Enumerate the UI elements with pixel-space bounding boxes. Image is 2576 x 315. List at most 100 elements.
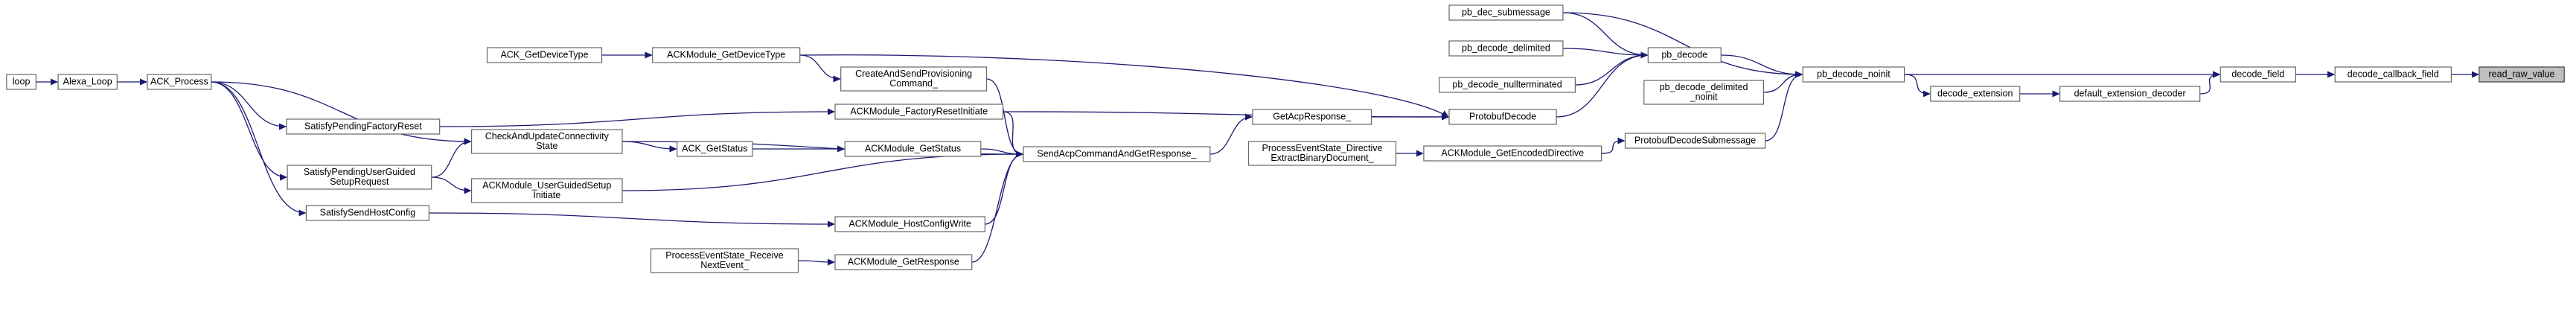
- edges-layer: [36, 12, 2478, 262]
- node-box: [286, 118, 441, 135]
- node-pb-dec-submessage[interactable]: pb_dec_submessage: [1448, 4, 1564, 21]
- node-ackmodule-get-status[interactable]: ACKModule_GetStatus: [844, 141, 982, 157]
- node-box: [1647, 47, 1722, 63]
- node-box: [2219, 66, 2296, 83]
- node-label: CreateAndSendProvisioning: [855, 69, 972, 79]
- node-box: [1448, 40, 1564, 57]
- edge-ackmodule-get-device-type-to-create-and-send-provisioning: [799, 54, 840, 79]
- node-box: [1624, 133, 1766, 149]
- node-ackmodule-get-response[interactable]: ACKModule_GetResponse: [834, 254, 973, 270]
- edge-satisfy-host-config-to-ackmodule-host-config: [429, 212, 834, 224]
- edge-protobuf-decode-to-pb-decode: [1556, 55, 1647, 118]
- node-label: ProcessEventState_Receive: [665, 250, 783, 261]
- node-ackmodule-get-device-type[interactable]: ACKModule_GetDeviceType: [652, 47, 801, 63]
- node-label: decode_callback_field: [2348, 69, 2439, 80]
- node-label: read_raw_value: [2489, 69, 2555, 80]
- node-ackmodule-get-encoded[interactable]: ACKModule_GetEncodedDirective: [1423, 145, 1602, 162]
- node-box: [1423, 145, 1602, 162]
- node-box: [1252, 109, 1372, 125]
- node-ack-get-status[interactable]: ACK_GetStatus: [677, 141, 753, 157]
- node-label: SatisfySendHostConfig: [320, 208, 416, 218]
- node-label: ACKModule_GetStatus: [865, 144, 961, 154]
- node-box: [57, 74, 118, 90]
- node-protobuf-decode[interactable]: ProtobufDecode: [1448, 109, 1557, 125]
- node-label: ACKModule_GetEncodedDirective: [1441, 148, 1584, 159]
- node-pb-decode-delimited-noinit[interactable]: pb_decode_delimited_noinit: [1643, 80, 1765, 105]
- node-label: ExtractBinaryDocument_: [1271, 153, 1374, 163]
- node-label: ACKModule_GetResponse: [848, 257, 959, 267]
- node-label: ProtobufDecode: [1469, 112, 1536, 122]
- node-get-acp-response[interactable]: GetAcpResponse_: [1252, 109, 1372, 125]
- node-label: CheckAndUpdateConnectivity: [485, 131, 610, 141]
- edge-ackmodule-get-device-type-to-protobuf-decode: [799, 54, 1448, 118]
- edge-ackmodule-user-guided-to-send-acp-command: [621, 154, 1023, 191]
- node-label: SatisfyPendingUserGuided: [304, 167, 415, 177]
- edge-pb-dec-submessage-to-pb-decode: [1562, 12, 1647, 55]
- node-process-event-directive[interactable]: ProcessEventState_DirectiveExtractBinary…: [1247, 141, 1397, 166]
- node-box: [470, 129, 623, 154]
- node-label: Alexa_Loop: [63, 77, 112, 87]
- node-satisfy-factory-reset[interactable]: SatisfyPendingFactoryReset: [286, 118, 441, 135]
- node-pb-decode-nullterminated[interactable]: pb_decode_nullterminated: [1439, 77, 1576, 93]
- node-label: pb_decode_delimited: [1660, 82, 1748, 92]
- node-pb-decode-delimited[interactable]: pb_decode_delimited: [1448, 40, 1564, 57]
- node-box: [652, 47, 801, 63]
- node-label: NextEvent_: [700, 260, 750, 270]
- node-decode-callback-field[interactable]: decode_callback_field: [2334, 66, 2452, 83]
- node-label: ACKModule_FactoryResetInitiate: [850, 106, 988, 117]
- node-ack-process[interactable]: ACK_Process: [147, 74, 212, 90]
- node-label: default_extension_decoder: [2074, 89, 2186, 99]
- node-label: Initiate: [533, 190, 560, 200]
- node-label: Command_: [889, 78, 939, 89]
- node-pb-decode[interactable]: pb_decode: [1647, 47, 1722, 63]
- node-box: [1643, 80, 1765, 105]
- edge-pb-decode-delimited-noinit-to-pb-decode-noinit: [1763, 74, 1802, 93]
- node-label: ProcessEventState_Directive: [1262, 143, 1383, 153]
- node-ackmodule-factory-reset[interactable]: ACKModule_FactoryResetInitiate: [834, 104, 1004, 120]
- node-ackmodule-host-config[interactable]: ACKModule_HostConfigWrite: [834, 216, 985, 232]
- node-label: loop: [13, 77, 31, 87]
- node-box: [1247, 141, 1397, 166]
- node-box: [6, 74, 36, 90]
- node-loop[interactable]: loop: [6, 74, 36, 90]
- edge-check-update-connectivity-to-ack-get-status: [621, 141, 677, 149]
- edge-process-event-receive-to-ackmodule-get-response: [798, 261, 835, 262]
- edge-pb-decode-nullterminated-to-pb-decode: [1575, 55, 1647, 86]
- node-box: [1023, 146, 1211, 162]
- node-box: [1930, 86, 2021, 102]
- node-box: [834, 104, 1004, 120]
- node-default-extension-decoder[interactable]: default_extension_decoder: [2059, 86, 2201, 102]
- node-protobuf-decode-sub[interactable]: ProtobufDecodeSubmessage: [1624, 133, 1766, 149]
- node-alexa-loop[interactable]: Alexa_Loop: [57, 74, 118, 90]
- node-label: ACK_GetStatus: [682, 144, 747, 154]
- node-label: decode_field: [2231, 69, 2284, 80]
- node-box: [834, 216, 985, 232]
- node-box: [1448, 4, 1564, 21]
- edge-ack-process-to-satisfy-factory-reset: [211, 81, 286, 127]
- edge-satisfy-factory-reset-to-ackmodule-factory-reset: [439, 112, 834, 127]
- node-satisfy-host-config[interactable]: SatisfySendHostConfig: [305, 205, 429, 221]
- edge-ackmodule-factory-reset-to-protobuf-decode: [1003, 111, 1449, 117]
- edge-satisfy-guided-setup-to-ackmodule-user-guided: [431, 176, 471, 191]
- node-pb-decode-noinit[interactable]: pb_decode_noinit: [1802, 66, 1905, 83]
- edge-ack-process-to-satisfy-host-config: [211, 81, 306, 213]
- node-read-raw-value[interactable]: read_raw_value: [2478, 66, 2565, 83]
- node-ack-get-device-type[interactable]: ACK_GetDeviceType: [486, 47, 603, 63]
- node-label: ACKModule_GetDeviceType: [667, 50, 785, 60]
- node-label: pb_decode: [1661, 50, 1707, 60]
- node-box: [1802, 66, 1905, 83]
- node-send-acp-command[interactable]: SendAcpCommandAndGetResponse_: [1023, 146, 1211, 162]
- node-decode-extension[interactable]: decode_extension: [1930, 86, 2021, 102]
- edge-ackmodule-host-config-to-send-acp-command: [985, 154, 1023, 225]
- node-label: pb_decode_nullterminated: [1452, 80, 1562, 90]
- node-label: decode_extension: [1937, 89, 2013, 99]
- edge-default-extension-decoder-to-decode-field: [2199, 74, 2220, 95]
- node-decode-field[interactable]: decode_field: [2219, 66, 2296, 83]
- node-box: [147, 74, 212, 90]
